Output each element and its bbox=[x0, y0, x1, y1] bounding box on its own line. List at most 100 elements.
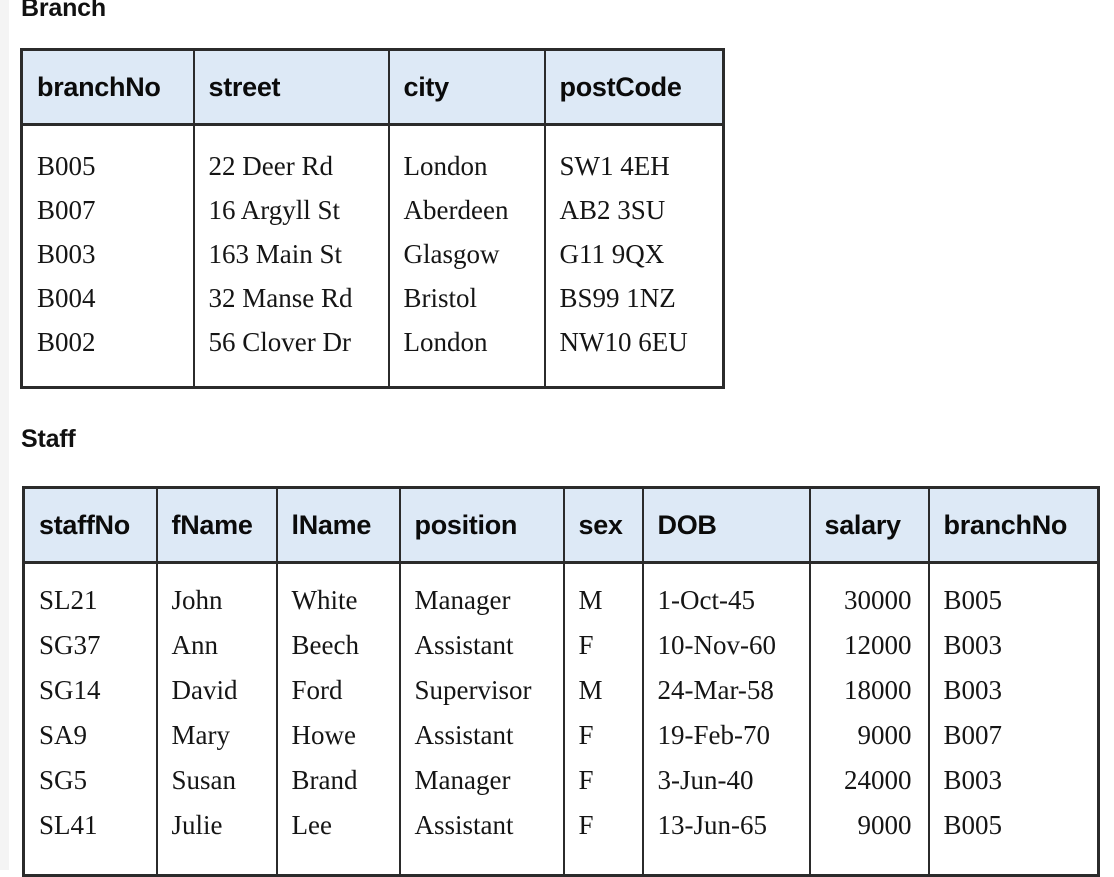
branch-cell-city: Glasgow bbox=[387, 232, 546, 276]
cell-text: B003 bbox=[37, 238, 96, 269]
cell-text: Aberdeen bbox=[403, 194, 509, 225]
staff-cell-sex: F bbox=[562, 803, 644, 876]
staff-cell-fname: Julie bbox=[155, 803, 278, 876]
cell-text: B003 bbox=[943, 675, 1003, 705]
cell-text: Supervisor bbox=[414, 675, 532, 705]
staff-cell-lname: Howe bbox=[275, 713, 401, 758]
branch-cell-postcode: BS99 1NZ bbox=[543, 276, 724, 320]
cell-text: B003 bbox=[943, 630, 1003, 660]
staff-column-header-lname: lName bbox=[275, 487, 401, 564]
staff-cell-lname: Ford bbox=[275, 668, 401, 713]
branch-cell-city: Bristol bbox=[387, 276, 546, 320]
table-row: SL21 John White Manager M 1-Oct-45 30000… bbox=[23, 562, 1099, 623]
cell-text: London bbox=[403, 326, 488, 357]
cell-text: Lee bbox=[291, 810, 332, 840]
staff-cell-staffno: SA9 bbox=[23, 713, 158, 758]
staff-cell-branchno: B003 bbox=[927, 668, 1099, 713]
branch-column-header-postcode: postCode bbox=[543, 49, 724, 126]
cell-text: B004 bbox=[37, 282, 96, 313]
cell-text: G11 9QX bbox=[559, 238, 665, 269]
cell-text: Manager bbox=[414, 585, 511, 615]
staff-cell-position: Manager bbox=[398, 562, 565, 623]
cell-text: SL21 bbox=[39, 585, 98, 615]
cell-text: 22 Deer Rd bbox=[208, 150, 333, 181]
cell-text: 13-Jun-65 bbox=[657, 810, 768, 840]
cell-text: F bbox=[578, 765, 594, 795]
cell-text: B005 bbox=[37, 150, 96, 181]
cell-text: M bbox=[578, 585, 603, 615]
branch-cell-city: London bbox=[387, 124, 546, 188]
staff-cell-salary: 9000 bbox=[808, 713, 930, 758]
staff-column-header-branchno: branchNo bbox=[927, 487, 1099, 564]
table-row: SG14 David Ford Supervisor M 24-Mar-58 1… bbox=[23, 668, 1099, 713]
cell-text: David bbox=[171, 675, 238, 705]
cell-text: 1-Oct-45 bbox=[657, 585, 755, 615]
staff-cell-branchno: B003 bbox=[927, 758, 1099, 803]
staff-cell-position: Assistant bbox=[398, 623, 565, 668]
cell-text: 30000 bbox=[844, 585, 912, 615]
staff-cell-dob: 13-Jun-65 bbox=[641, 803, 811, 876]
staff-header-label-position: position bbox=[414, 509, 518, 540]
cell-text: Howe bbox=[291, 720, 356, 750]
cell-text: 3-Jun-40 bbox=[657, 765, 754, 795]
staff-header-label-staffno: staffNo bbox=[39, 509, 130, 540]
staff-cell-dob: 10-Nov-60 bbox=[641, 623, 811, 668]
staff-header-label-branchno: branchNo bbox=[943, 509, 1068, 540]
table-row: B007 16 Argyll St Aberdeen AB2 3SU bbox=[21, 188, 724, 232]
branch-cell-branchno: B004 bbox=[21, 276, 195, 320]
staff-cell-fname: Ann bbox=[155, 623, 278, 668]
staff-column-header-dob: DOB bbox=[641, 487, 811, 564]
table-row: B004 32 Manse Rd Bristol BS99 1NZ bbox=[21, 276, 724, 320]
branch-cell-postcode: NW10 6EU bbox=[543, 320, 724, 388]
staff-header-label-lname: lName bbox=[291, 509, 372, 540]
cell-text: Manager bbox=[414, 765, 511, 795]
table-row: B002 56 Clover Dr London NW10 6EU bbox=[21, 320, 724, 388]
cell-text: 32 Manse Rd bbox=[208, 282, 353, 313]
branch-cell-street: 22 Deer Rd bbox=[192, 124, 390, 188]
staff-cell-dob: 24-Mar-58 bbox=[641, 668, 811, 713]
cell-text: Assistant bbox=[414, 810, 514, 840]
branch-column-header-street: street bbox=[192, 49, 390, 126]
staff-cell-sex: F bbox=[562, 758, 644, 803]
cell-text: SL41 bbox=[39, 810, 98, 840]
branch-header-label-city: city bbox=[403, 71, 450, 102]
cell-text: B002 bbox=[37, 326, 96, 357]
staff-cell-staffno: SG14 bbox=[23, 668, 158, 713]
table-row: SG5 Susan Brand Manager F 3-Jun-40 24000… bbox=[23, 758, 1099, 803]
staff-cell-branchno: B005 bbox=[927, 803, 1099, 876]
staff-relation-table: staffNo fName lName position sex DOB sal… bbox=[22, 486, 1100, 877]
cell-text: SG14 bbox=[39, 675, 101, 705]
staff-cell-sex: F bbox=[562, 623, 644, 668]
staff-header-label-salary: salary bbox=[824, 509, 902, 540]
staff-cell-position: Assistant bbox=[398, 713, 565, 758]
staff-cell-sex: M bbox=[562, 562, 644, 623]
staff-cell-fname: Mary bbox=[155, 713, 278, 758]
staff-cell-lname: Lee bbox=[275, 803, 401, 876]
staff-cell-dob: 19-Feb-70 bbox=[641, 713, 811, 758]
cell-text: Mary bbox=[171, 720, 230, 750]
staff-header-row: staffNo fName lName position sex DOB sal… bbox=[23, 487, 1099, 564]
table-row: SG37 Ann Beech Assistant F 10-Nov-60 120… bbox=[23, 623, 1099, 668]
staff-cell-salary: 12000 bbox=[808, 623, 930, 668]
cell-text: 9000 bbox=[857, 810, 912, 840]
cell-text: SW1 4EH bbox=[559, 150, 670, 181]
cell-text: 18000 bbox=[844, 675, 912, 705]
staff-cell-branchno: B003 bbox=[927, 623, 1099, 668]
cell-text: M bbox=[578, 675, 603, 705]
staff-cell-branchno: B007 bbox=[927, 713, 1099, 758]
branch-cell-city: London bbox=[387, 320, 546, 388]
staff-cell-position: Assistant bbox=[398, 803, 565, 876]
branch-cell-postcode: SW1 4EH bbox=[543, 124, 724, 188]
left-gutter-strip bbox=[0, 0, 9, 870]
branch-table-title: Branch bbox=[21, 0, 106, 22]
branch-cell-branchno: B005 bbox=[21, 124, 195, 188]
staff-header-label-sex: sex bbox=[578, 509, 623, 540]
staff-column-header-position: position bbox=[398, 487, 565, 564]
branch-cell-city: Aberdeen bbox=[387, 188, 546, 232]
staff-cell-staffno: SG5 bbox=[23, 758, 158, 803]
staff-cell-salary: 24000 bbox=[808, 758, 930, 803]
staff-cell-fname: David bbox=[155, 668, 278, 713]
branch-cell-street: 32 Manse Rd bbox=[192, 276, 390, 320]
branch-header-row: branchNo street city postCode bbox=[21, 49, 724, 126]
